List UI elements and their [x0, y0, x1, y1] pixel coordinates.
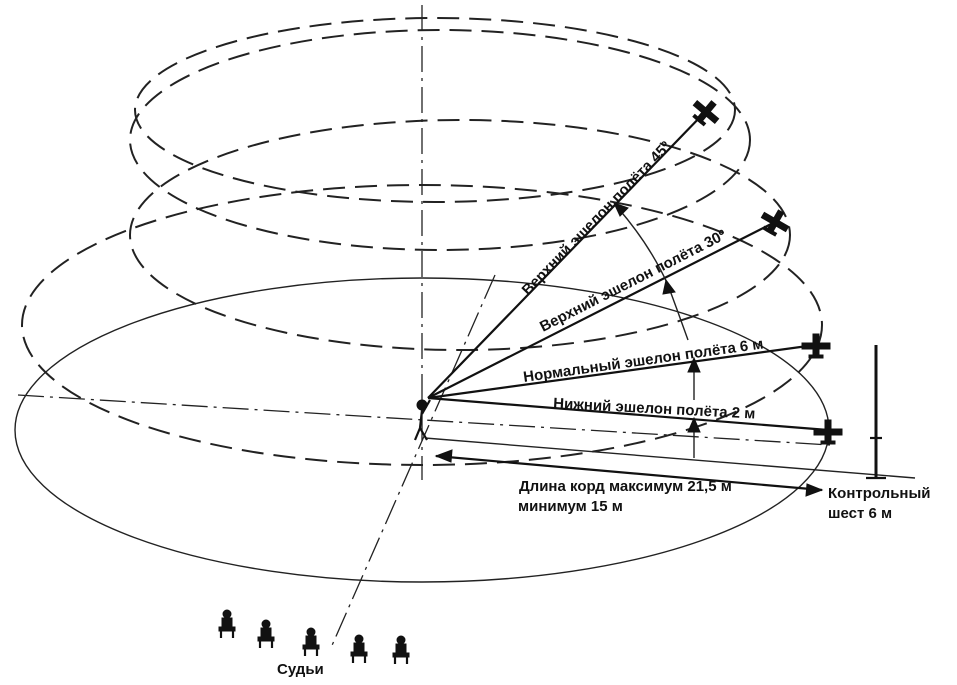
arrow-30 — [662, 278, 676, 295]
aircraft-30-icon — [760, 209, 790, 237]
upper-flight-circle-1 — [129, 119, 791, 351]
label-judges: Судьи — [277, 661, 324, 678]
pilot-figure — [413, 399, 431, 441]
middle-flight-circle — [21, 184, 823, 466]
label-cord-max: Длина корд максимум 21,5 м — [519, 478, 732, 495]
angle-arc-30 — [667, 284, 689, 341]
label-normal: Нормальный эшелон полёта 6 м — [522, 335, 764, 386]
cord-lower — [427, 396, 829, 432]
aircraft-normal-icon — [801, 333, 831, 359]
pole-ground-line — [424, 437, 916, 479]
judges-axis — [329, 274, 496, 651]
arrow-normal — [687, 356, 701, 373]
label-pole-2: шест 6 м — [828, 505, 892, 522]
label-lower: Нижний эшелон полёта 2 м — [553, 395, 756, 423]
label-pole-1: Контрольный — [828, 485, 931, 502]
arrow-lower — [687, 416, 701, 433]
judges-figures — [218, 609, 410, 664]
arrow-45 — [613, 202, 629, 217]
cord-length-dimension — [435, 454, 823, 492]
aircraft-45-icon — [692, 99, 720, 127]
cord-length-arrow-right — [805, 483, 824, 497]
cord-30 — [427, 221, 776, 399]
cord-length-arrow-left — [434, 449, 453, 463]
angle-arc-45 — [617, 207, 669, 286]
cord-normal — [427, 343, 816, 400]
upper-flight-circle-2 — [129, 29, 751, 251]
top-flight-circle — [134, 17, 736, 203]
cord-45 — [427, 111, 706, 399]
label-cord-min: минимум 15 м — [518, 498, 623, 515]
aircraft-lower-icon — [813, 419, 843, 445]
